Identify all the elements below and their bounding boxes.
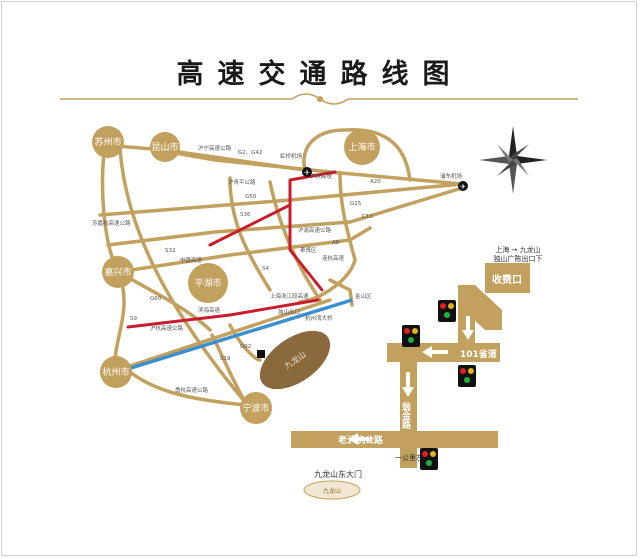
road-g2	[156, 148, 464, 186]
highway-network	[98, 128, 464, 407]
label-hangzhouwan: 杭州湾大桥	[305, 314, 333, 322]
label-s36: S36	[240, 212, 251, 218]
road-old-huhang	[291, 431, 498, 448]
toll-gate-label: 收费口	[492, 273, 522, 286]
title-divider	[60, 93, 578, 105]
road-g92	[228, 323, 262, 362]
label-c10: C10	[362, 214, 373, 220]
traffic-light-icon	[402, 325, 420, 347]
city-jiaxing: 嘉兴市	[104, 266, 131, 278]
road-yonghang	[128, 370, 247, 407]
label-lianhu: 连杭高速	[322, 254, 345, 262]
distance-note: 一公里左右	[395, 453, 430, 462]
direction-sign: 上海 → 九龙山	[495, 245, 540, 254]
east-gate-label: 九龙山东大门	[314, 469, 362, 479]
city-pinghu: 平湖市	[194, 277, 221, 289]
label-jinshan: 金山区	[355, 292, 372, 300]
road-s19	[210, 333, 247, 404]
destination-marker	[257, 350, 265, 358]
label-huning: 沪宁高速公路	[198, 144, 232, 152]
map-title: 高速交通路线图	[176, 59, 464, 90]
jiulongshan-logo: 九龙山	[259, 330, 331, 390]
traffic-light-icon	[458, 365, 476, 387]
recommended-route-red	[126, 170, 337, 329]
svg-text:九龙山: 九龙山	[323, 487, 341, 495]
road-hzw	[116, 298, 332, 372]
label-a20: A20	[370, 179, 381, 185]
road-s32	[116, 226, 372, 274]
traffic-light-icon	[438, 300, 456, 322]
jiulongshan-logo-bottom: 九龙山	[303, 480, 361, 500]
label-duxi: 独山出口	[278, 308, 300, 316]
label-g2g42: G2、G42	[238, 150, 263, 156]
label-binhai: 滨海高速	[198, 306, 221, 314]
road-shanghai-ring	[302, 128, 412, 182]
label-s9: S9	[130, 316, 137, 322]
label-pudong-airport: 浦东机场	[440, 172, 463, 180]
label-g92: G92	[240, 344, 251, 350]
label-left-vertical: 苏嘉杭高速公路	[92, 219, 131, 227]
label-shenhai: 申嘉高速	[180, 256, 203, 264]
label-g15: G15	[350, 201, 362, 207]
city-shanghai: 上海市	[348, 141, 375, 153]
road-s9	[118, 146, 247, 404]
label-hongqiao: 虹桥机场	[280, 152, 303, 160]
label-jinjin-road: 翁金路	[400, 401, 412, 430]
label-huqingping: 沪青平公路	[228, 178, 256, 186]
label-provincial-road: 101省道	[460, 348, 497, 360]
svg-text:✈: ✈	[304, 169, 310, 177]
compass-rose-icon	[479, 126, 547, 194]
airport-icon-pudong: ✈	[458, 181, 468, 191]
city-hangzhou: 杭州市	[102, 366, 129, 378]
label-g60: G60	[150, 296, 162, 302]
label-shanghai-exit: 上海浙江段高速	[270, 292, 309, 300]
label-huhang-top: 沪杭高速	[310, 172, 333, 180]
city-ningbo: 宁波市	[242, 402, 269, 414]
label-huhang-hw: 沪杭高速公路	[150, 324, 184, 332]
direction-subtext: 独山广陈出口下	[494, 254, 543, 263]
city-suzhou: 苏州市	[94, 136, 121, 148]
city-kunshan: 昆山市	[151, 141, 178, 153]
airport-icon-hongqiao: ✈	[302, 167, 312, 177]
road-a8	[298, 173, 357, 304]
label-g50: G50	[245, 194, 257, 200]
label-a8: A8	[332, 240, 340, 246]
traffic-light-icon	[420, 448, 438, 470]
city-markers: 苏州市 昆山市 上海市 嘉兴市 平湖市 杭州市 宁波市	[92, 126, 380, 424]
label-s19: S19	[220, 356, 231, 362]
label-s32: S32	[165, 248, 176, 254]
route-blue	[117, 298, 353, 374]
svg-text:✈: ✈	[460, 183, 466, 191]
road-s36	[228, 176, 272, 292]
label-fengxian: 奉贤区	[300, 246, 317, 254]
toll-gate-box	[485, 263, 530, 293]
label-huyu: 沪渝高速公路	[298, 226, 332, 234]
label-s4: S4	[262, 266, 269, 272]
direction-arrows	[348, 316, 474, 445]
label-yonghang: 甬杭高速公路	[175, 386, 209, 394]
